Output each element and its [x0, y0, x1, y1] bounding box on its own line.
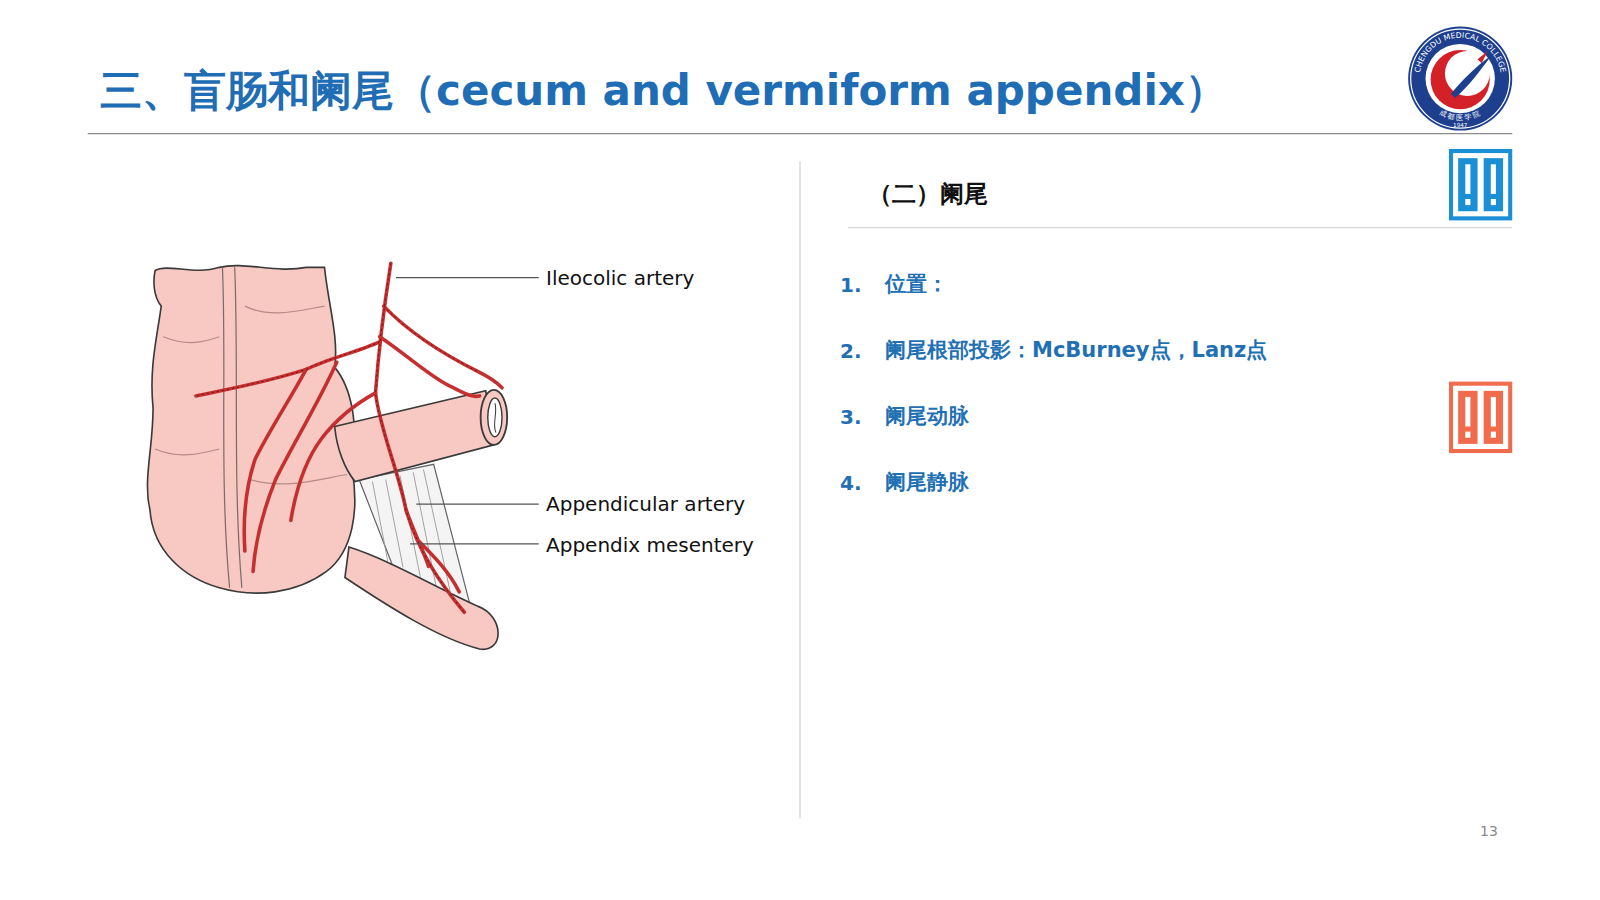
list-item: 位置： [885, 273, 948, 296]
logo-text: CHENGDU MEDICAL COLLEGE [1413, 31, 1508, 74]
note-icon [1451, 384, 1510, 451]
title-rule [88, 133, 1512, 134]
column-divider [799, 161, 800, 818]
part-label: Appendicular artery [546, 493, 745, 515]
list-item: 阑尾动脉 [885, 405, 969, 428]
part-label: Appendix mesentery [546, 534, 754, 556]
section-heading: （二）阑尾 [868, 181, 988, 207]
note-icon [1451, 151, 1510, 218]
list-item: 阑尾根部投影：McBurney点，Lanz点 [885, 339, 1267, 362]
college-logo: CHENGDU MEDICAL COLLEGE 成都医学院1947 [1408, 27, 1512, 131]
list-number: 3. [840, 406, 862, 428]
page-number: 13 [1480, 824, 1498, 839]
list-number: 1. [840, 274, 862, 296]
leader-line [396, 278, 539, 544]
list-number: 2. [840, 340, 862, 362]
logo-text: 成都医学院 [1438, 108, 1482, 122]
part-label: Ileocolic artery [546, 267, 694, 289]
cecum-illustration [147, 263, 507, 649]
logo-text: 1947 [1453, 122, 1468, 128]
slide-title: 三、盲肠和阑尾（cecum and vermiform appendix） [100, 68, 1227, 114]
list-item: 阑尾静脉 [885, 471, 969, 494]
list-number: 4. [840, 472, 862, 494]
heading-rule [848, 227, 1512, 228]
